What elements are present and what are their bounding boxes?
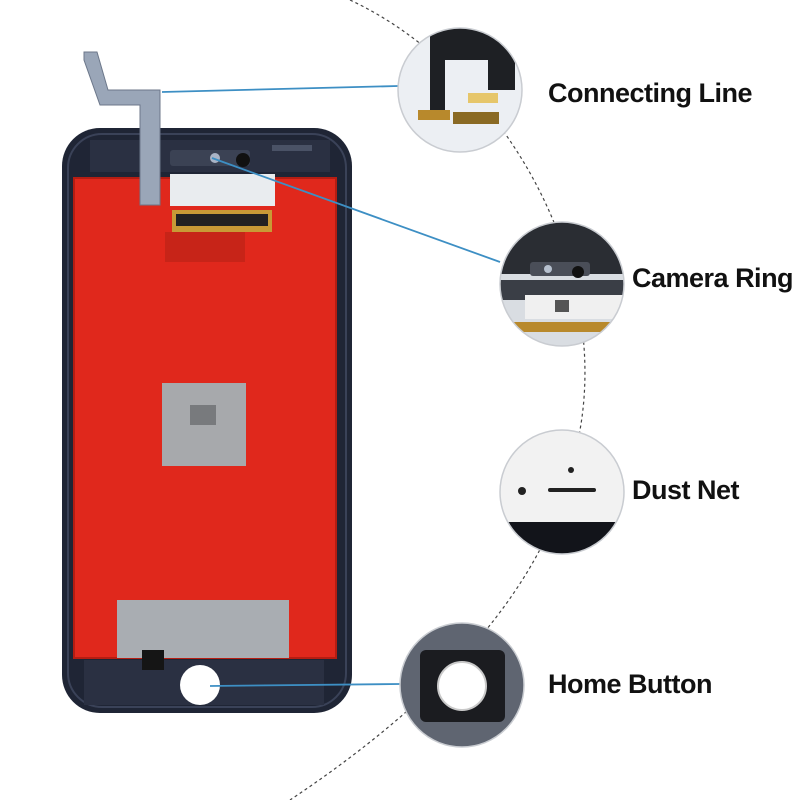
camera-ring-thumbnail (499, 221, 625, 347)
bottom-shield-plate (117, 600, 289, 658)
camera-ring-label: Camera Ring (632, 263, 794, 293)
dust-net-thumbnail (499, 429, 625, 555)
dust-net-label: Dust Net (632, 475, 740, 505)
callout-lines (161, 85, 501, 687)
flex-cable (83, 51, 161, 206)
lcd-panel (62, 128, 352, 713)
connecting-line-thumbnail (397, 27, 523, 153)
home-button-thumbnail (399, 622, 525, 748)
home-button-label: Home Button (548, 669, 712, 699)
connecting-line-label: Connecting Line (548, 78, 753, 108)
home-button-hole (180, 665, 220, 705)
